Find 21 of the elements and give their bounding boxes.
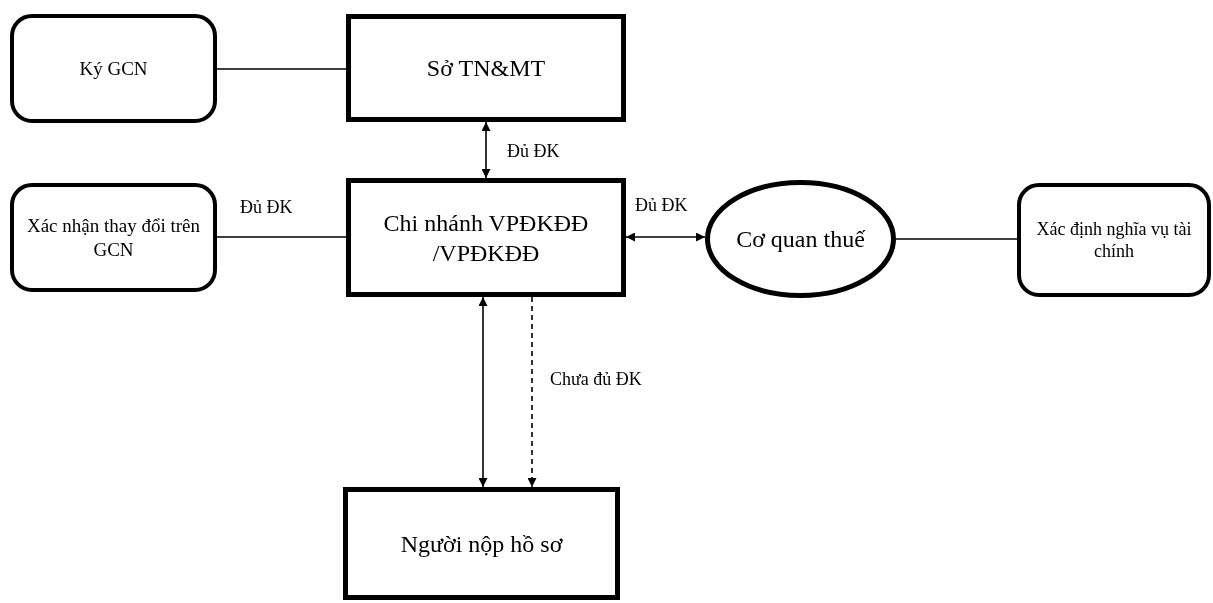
node-text: Xác nhận thay đổi trên GCN xyxy=(25,213,202,262)
node-text: Sở TN&MT xyxy=(426,54,546,83)
rounded-box xyxy=(10,183,217,292)
arrow xyxy=(478,296,488,488)
process-box xyxy=(343,487,620,600)
connector-line xyxy=(216,236,347,238)
node-text: Người nộp hồ sơ xyxy=(400,529,563,559)
arrow xyxy=(527,296,537,488)
ellipse-node xyxy=(705,180,896,298)
rounded-box xyxy=(1017,183,1211,297)
connector-line xyxy=(895,238,1018,240)
node-text: Cơ quan thuế xyxy=(736,225,865,254)
process-box xyxy=(346,14,626,122)
node-text: Xác định nghĩa vụ tài chính xyxy=(1035,217,1193,263)
arrow xyxy=(481,121,491,179)
rounded-box xyxy=(10,14,217,123)
connector-line xyxy=(216,68,347,70)
process-box xyxy=(346,178,626,297)
node-text: Ký GCN xyxy=(79,56,148,81)
arrow xyxy=(625,232,706,242)
node-text: Chi nhánh VPĐKĐĐ /VPĐKĐĐ xyxy=(382,208,590,268)
